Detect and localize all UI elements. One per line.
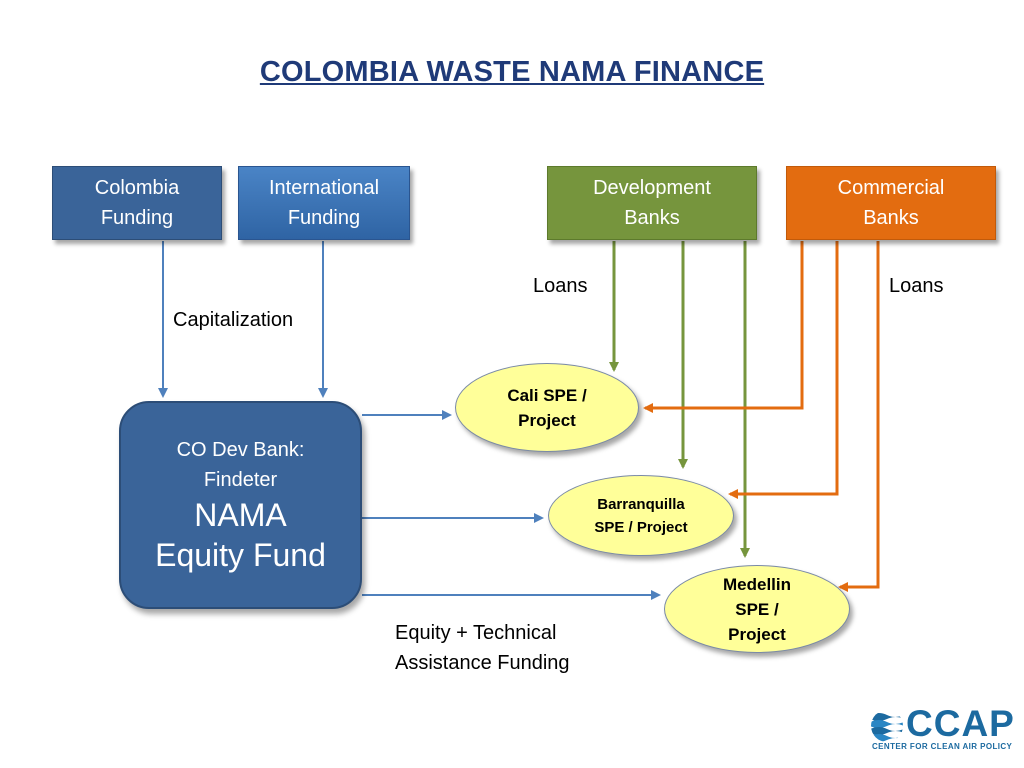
international-funding-label: International Funding xyxy=(268,177,380,229)
medellin-project-label: Medellin SPE / Project xyxy=(722,574,791,644)
ccap-wave-logo-icon xyxy=(871,710,903,742)
loans-development-label: Loans xyxy=(533,275,588,297)
barranquilla-project-label: Barranquilla SPE / Project xyxy=(594,495,688,536)
com-bank-to-barranquilla-arrow xyxy=(728,241,839,499)
international-funding-box: International Funding xyxy=(238,166,410,240)
cali-project-label: Cali SPE / Project xyxy=(507,385,587,430)
fund-title-line2: Equity Fund xyxy=(155,537,326,573)
commercial-banks-box: Commercial Banks xyxy=(786,166,996,240)
ccap-logo: CCAP CENTER FOR CLEAN AIR POLICY xyxy=(870,703,1015,757)
fund-bank-name: Findeter xyxy=(203,469,278,491)
development-banks-label: Development Banks xyxy=(593,177,711,229)
colombia-funding-box: Colombia Funding xyxy=(52,166,222,240)
fund-title-line1: NAMA xyxy=(194,497,287,533)
cali-project-node: Cali SPE / Project xyxy=(455,363,639,452)
com-bank-to-cali-arrow xyxy=(643,241,804,413)
com-bank-to-medellin-arrow xyxy=(838,241,880,592)
loans-commercial-label: Loans xyxy=(889,275,944,297)
barranquilla-project-node: Barranquilla SPE / Project xyxy=(548,475,734,556)
ccap-logo-name: CCAP xyxy=(906,703,1015,744)
nama-equity-fund-box: CO Dev Bank: Findeter NAMA Equity Fund xyxy=(119,401,362,609)
commercial-banks-label: Commercial Banks xyxy=(837,177,945,229)
page-title: COLOMBIA WASTE NAMA FINANCE xyxy=(259,56,765,88)
development-banks-box: Development Banks xyxy=(547,166,757,240)
medellin-project-node: Medellin SPE / Project xyxy=(664,565,850,653)
ccap-logo-tagline: CENTER FOR CLEAN AIR POLICY xyxy=(872,742,1013,751)
colombia-funding-label: Colombia Funding xyxy=(94,177,180,229)
fund-bank-label: CO Dev Bank: xyxy=(176,439,305,461)
capitalization-label: Capitalization xyxy=(173,309,294,331)
equity-funding-label: Equity + Technical Assistance Funding xyxy=(395,622,570,674)
